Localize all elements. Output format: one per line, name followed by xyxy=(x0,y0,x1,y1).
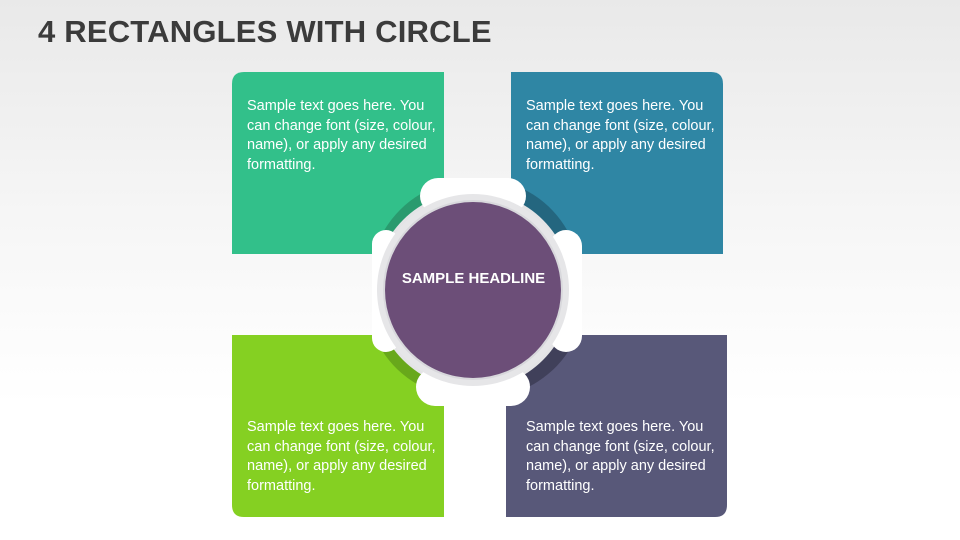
slide-title: 4 RECTANGLES WITH CIRCLE xyxy=(38,14,492,49)
box-bottom-left xyxy=(232,335,444,517)
center-headline: SAMPLE HEADLINE xyxy=(401,270,546,287)
box-text-top-left: Sample text goes here. You can change fo… xyxy=(247,98,436,173)
box-text-top-right: Sample text goes here. You can change fo… xyxy=(526,98,715,173)
box-text-bottom-left: Sample text goes here. You can change fo… xyxy=(247,419,436,494)
box-top-left xyxy=(232,72,444,254)
center-circle xyxy=(385,202,561,378)
box-text-bottom-right: Sample text goes here. You can change fo… xyxy=(526,419,715,494)
box-bottom-right xyxy=(506,335,727,517)
box-top-right xyxy=(511,72,723,254)
